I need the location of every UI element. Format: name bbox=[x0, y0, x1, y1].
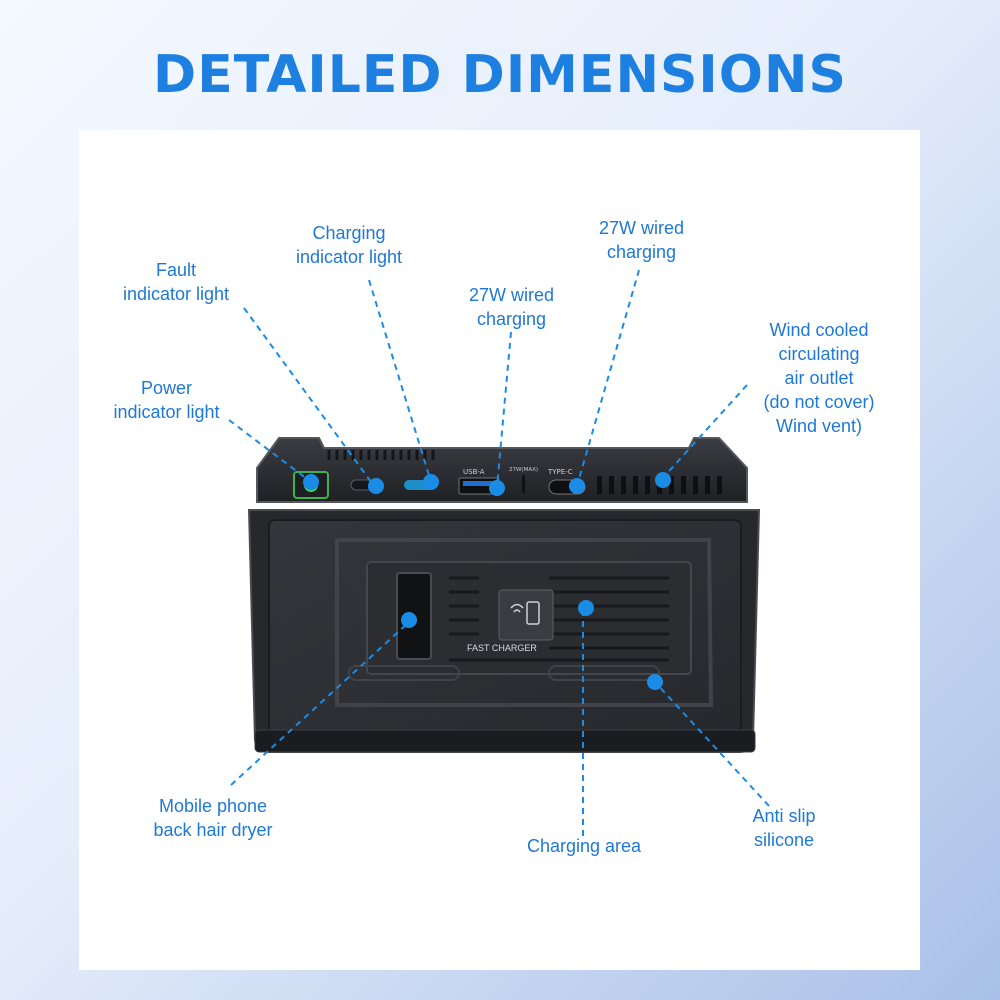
page-title: DETAILED DIMENSIONS bbox=[153, 45, 847, 105]
fast-charger-print: FAST CHARGER bbox=[467, 643, 537, 653]
anti-slip-strip-right bbox=[548, 665, 660, 681]
label-hair-dryer: Mobile phone back hair dryer bbox=[153, 796, 273, 840]
leader-charging-indicator bbox=[368, 279, 432, 483]
label-charging-area: Charging area bbox=[526, 836, 642, 856]
device-diagram: USB-A 27W(MAX) TYPE-C bbox=[228, 269, 770, 836]
leader-usb-a bbox=[496, 331, 512, 488]
dot-wind bbox=[655, 472, 671, 488]
dot-type-c bbox=[569, 478, 585, 494]
label-power-indicator: Power indicator light bbox=[113, 378, 220, 422]
dot-fault bbox=[368, 478, 384, 494]
dot-charging-area bbox=[578, 600, 594, 616]
usb-a-print: USB-A bbox=[463, 468, 485, 476]
wireless-logo-box bbox=[498, 589, 554, 641]
label-wired-usb-a: 27W wired charging bbox=[468, 285, 555, 329]
dot-charging-indicator bbox=[423, 474, 439, 490]
wireless-icon bbox=[510, 603, 524, 613]
leader-hair-dryer bbox=[230, 621, 410, 786]
max-print: 27W(MAX) bbox=[509, 467, 538, 473]
dot-anti-slip bbox=[647, 674, 663, 690]
device-front-lip bbox=[254, 729, 756, 753]
label-charging-indicator: Charging indicator light bbox=[295, 223, 403, 267]
phone-icon bbox=[526, 601, 540, 625]
leader-type-c bbox=[576, 269, 640, 487]
top-vent-ridges bbox=[327, 450, 435, 460]
tray-frame bbox=[335, 538, 714, 707]
label-fault-indicator: Fault indicator light bbox=[122, 260, 230, 304]
label-wind-vent: Wind cooled circulating air outlet (do n… bbox=[763, 320, 875, 436]
product-panel: USB-A 27W(MAX) TYPE-C bbox=[79, 130, 920, 970]
label-wired-type-c: 27W wired charging bbox=[598, 218, 685, 262]
anti-slip-strip-left bbox=[348, 665, 460, 681]
leader-fault bbox=[243, 307, 375, 487]
label-anti-slip: Anti slip silicone bbox=[752, 806, 816, 850]
dot-hair-dryer bbox=[401, 612, 417, 628]
dot-usb-a bbox=[489, 480, 505, 496]
pad-ridges bbox=[449, 576, 669, 662]
type-c-print: TYPE-C bbox=[547, 468, 573, 476]
dot-power bbox=[303, 474, 319, 490]
